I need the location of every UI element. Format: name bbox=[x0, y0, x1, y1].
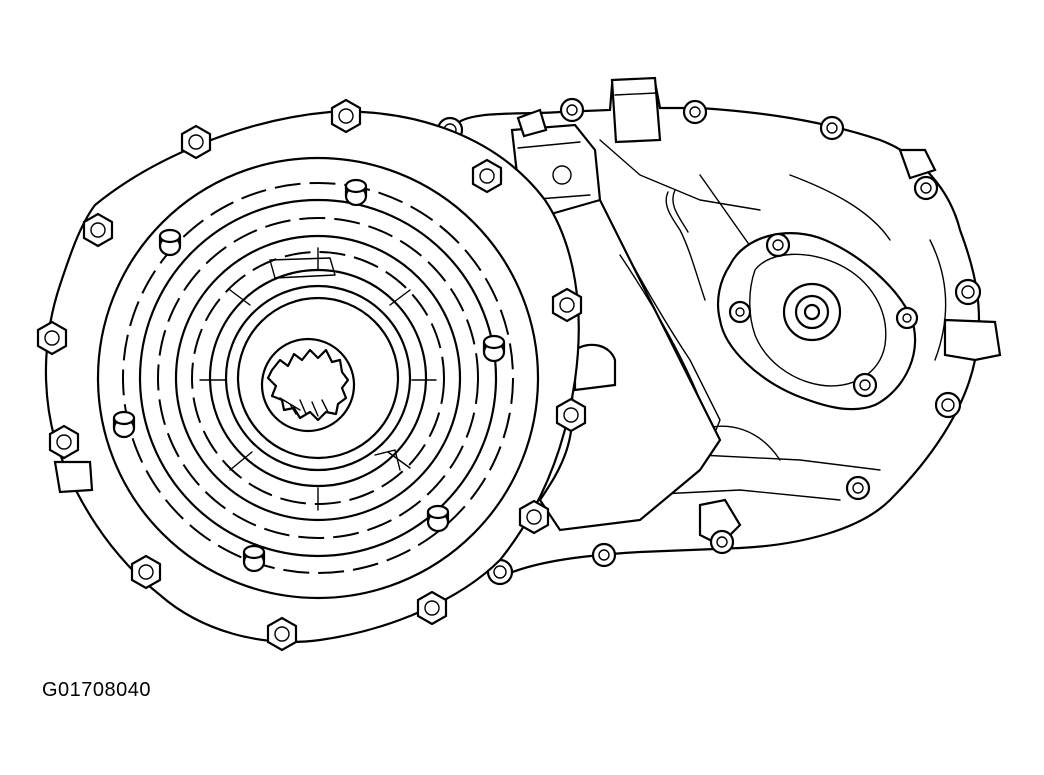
housing-right-tabs bbox=[698, 148, 1002, 547]
dowel-pins bbox=[112, 178, 506, 573]
pump-face bbox=[96, 156, 540, 600]
housing-bolts bbox=[436, 97, 982, 586]
top-boss bbox=[610, 76, 662, 144]
figure-code: G01708040 bbox=[42, 679, 152, 701]
input-shaft bbox=[260, 337, 356, 433]
perimeter-bolts bbox=[36, 98, 587, 652]
output-flange bbox=[716, 232, 919, 411]
